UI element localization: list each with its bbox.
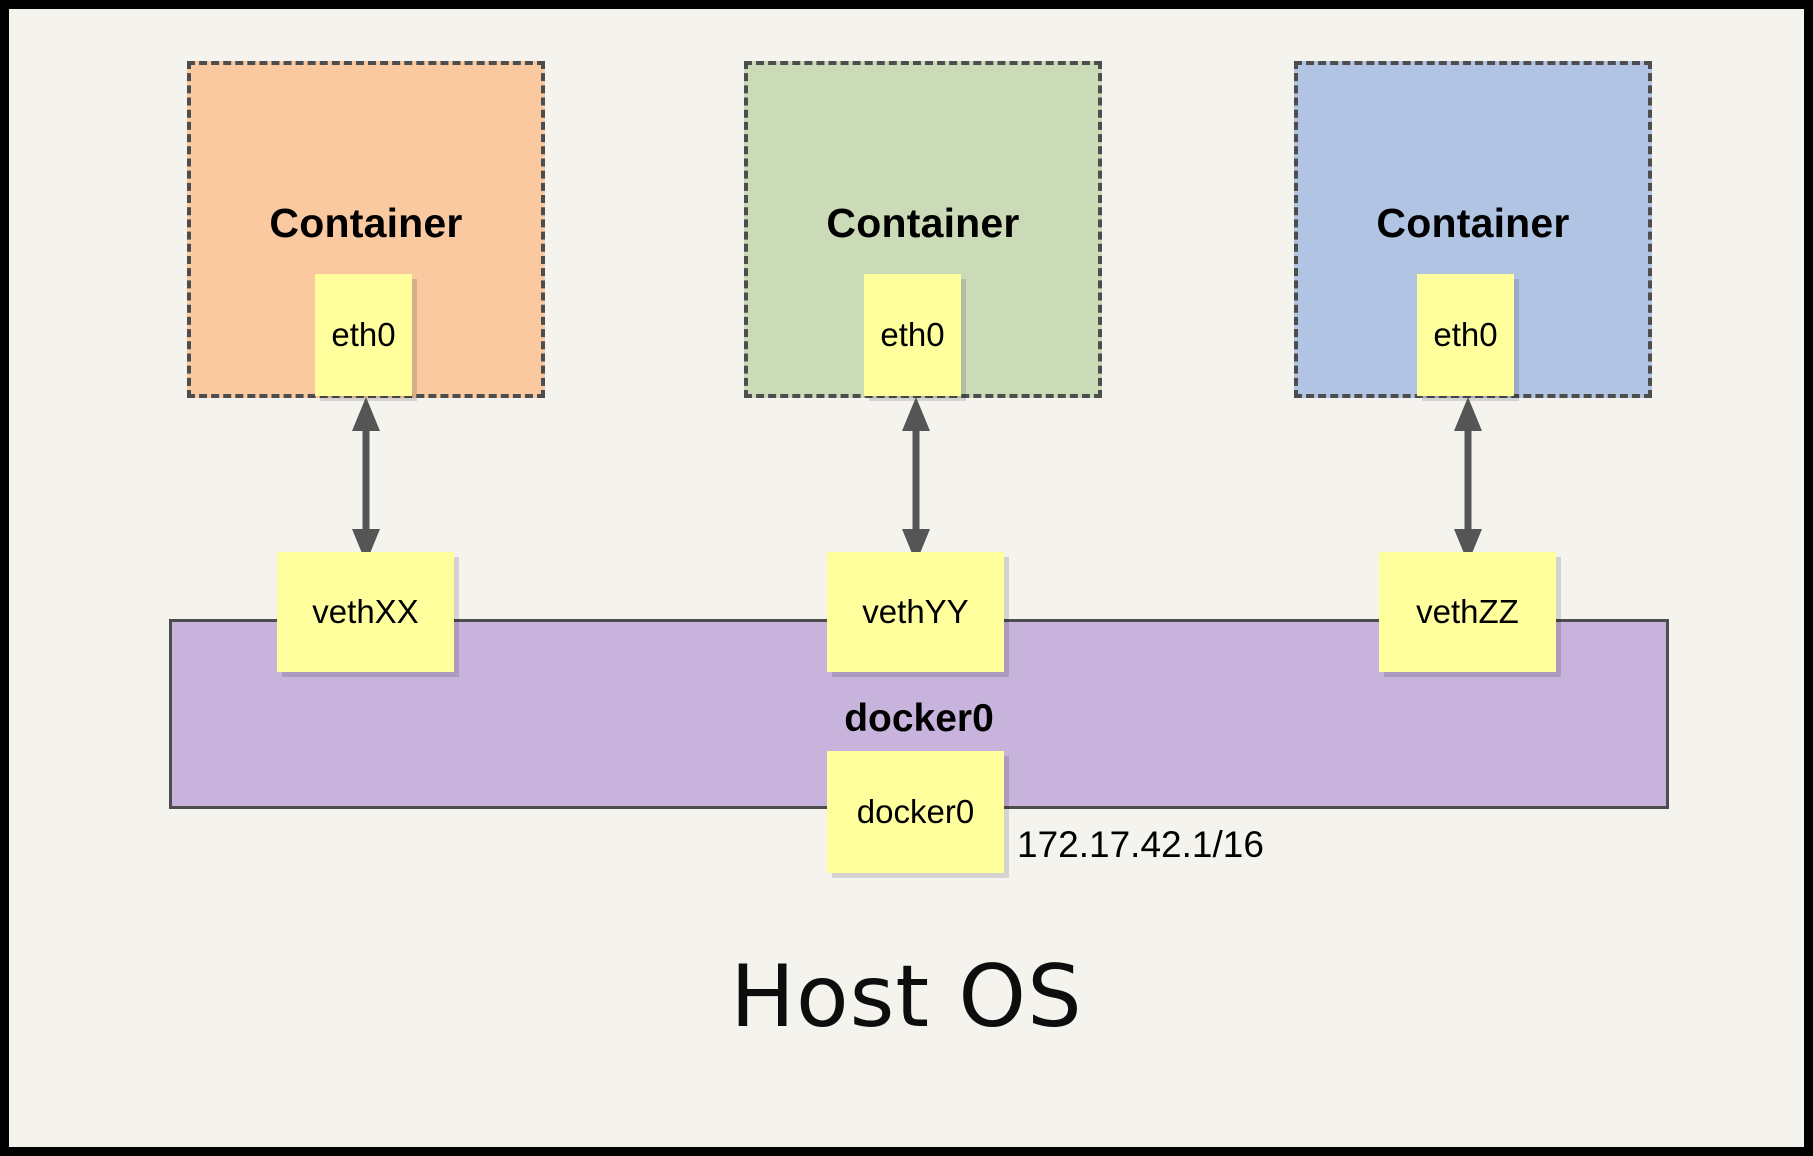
container-title-1: Container	[269, 200, 463, 246]
docker0-interface-tag: docker0	[827, 751, 1004, 873]
eth0-interface-3: eth0	[1417, 274, 1514, 396]
container-title-3: Container	[1376, 200, 1570, 246]
diagram-canvas: Container eth0 Container eth0 Container …	[9, 9, 1804, 1147]
docker0-bridge-label: docker0	[844, 697, 994, 740]
veth-endpoint-3: vethZZ	[1379, 552, 1556, 672]
eth0-interface-1: eth0	[315, 274, 412, 396]
veth-link-arrow-3	[1454, 397, 1482, 563]
veth-link-arrow-1	[352, 397, 380, 563]
host-os-label: Host OS	[730, 947, 1083, 1047]
docker0-ip-label: 172.17.42.1/16	[1017, 824, 1264, 865]
container-title-2: Container	[826, 200, 1020, 246]
veth-endpoint-2: vethYY	[827, 552, 1004, 672]
eth0-interface-2: eth0	[864, 274, 961, 396]
veth-link-arrow-2	[902, 397, 930, 563]
veth-endpoint-1: vethXX	[277, 552, 454, 672]
